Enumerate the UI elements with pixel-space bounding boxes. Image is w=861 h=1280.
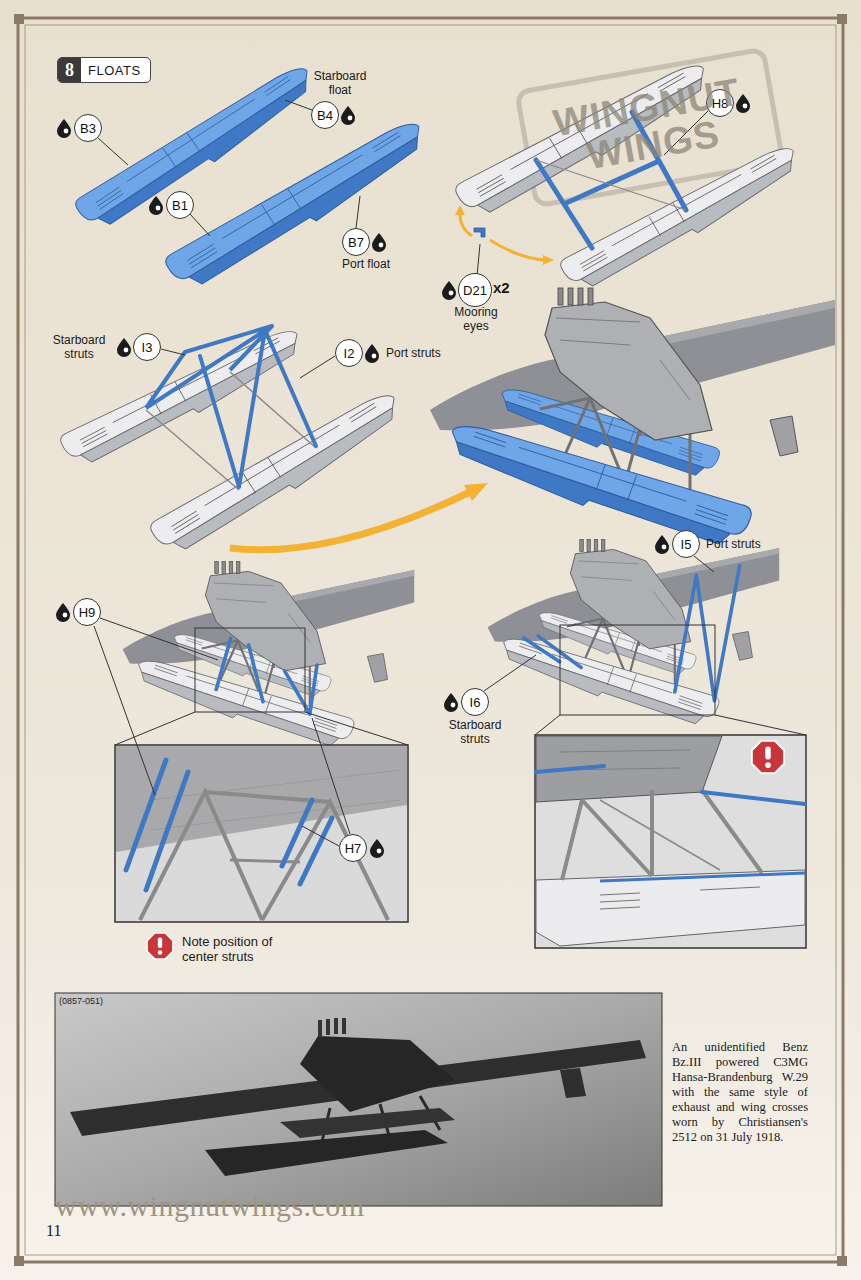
callout-number: I2	[335, 339, 363, 367]
part-number: D21	[463, 284, 487, 297]
callout-number: I6	[461, 688, 489, 716]
part-number: I5	[681, 538, 692, 551]
callout-number: B4	[311, 101, 339, 129]
part-number: I3	[142, 341, 153, 354]
part-label: Starboard struts	[441, 718, 509, 746]
part-number: B1	[172, 199, 188, 212]
quantity: x2	[493, 281, 510, 295]
page-number: 11	[46, 1222, 61, 1240]
callout-number: B1	[166, 191, 194, 219]
photo-caption: An unidentified Benz Bz.III powered C3MG…	[672, 1040, 808, 1145]
note-text: Note position of center struts	[182, 934, 312, 964]
part-number: B3	[80, 122, 96, 135]
photo-reference: (0857-051)	[59, 996, 103, 1007]
part-number: B4	[317, 109, 333, 122]
part-number: B7	[348, 236, 364, 249]
callout-number: I3	[133, 333, 161, 361]
callout-number: D21	[458, 273, 492, 307]
step-badge: 8FLOATS	[57, 57, 151, 83]
part-number: H9	[79, 606, 96, 619]
callout-number: I5	[672, 530, 700, 558]
part-label: Port struts	[706, 537, 761, 551]
part-number: I6	[470, 696, 481, 709]
part-label: Port float	[334, 257, 398, 271]
part-label: Port struts	[386, 346, 441, 360]
part-label: Starboard float	[303, 69, 377, 97]
part-number: I2	[344, 347, 355, 360]
callout-number: B3	[74, 114, 102, 142]
callout-number: H9	[73, 598, 101, 626]
part-label: Starboard struts	[46, 333, 112, 361]
callout-number: B7	[342, 228, 370, 256]
step-title: FLOATS	[81, 58, 150, 82]
part-label: Mooring eyes	[440, 305, 512, 333]
callout-number: H7	[339, 834, 367, 862]
step-number: 8	[58, 58, 81, 82]
website: www.wingnutwings.com	[55, 1189, 365, 1223]
part-number: H7	[345, 842, 362, 855]
